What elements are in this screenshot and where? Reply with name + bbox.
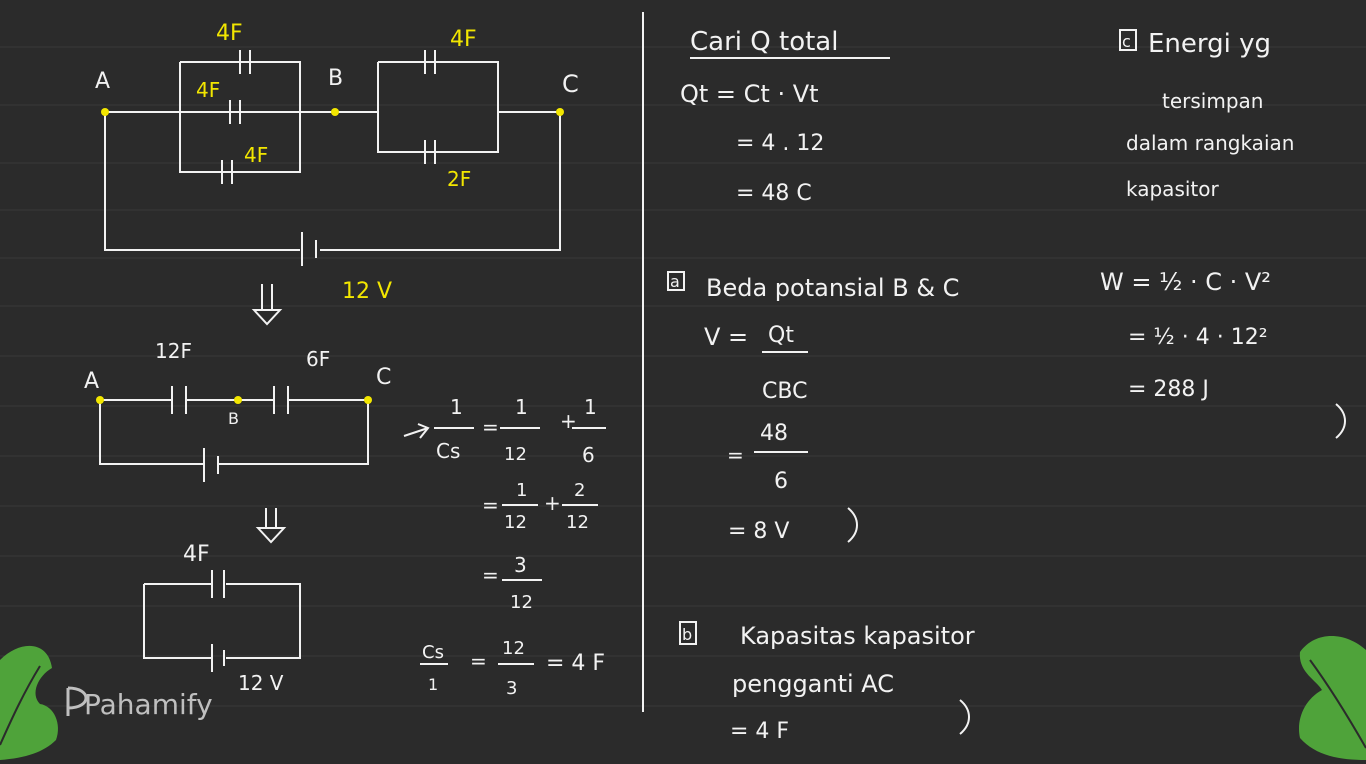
circuit-1: A B C 4F 4F 4F 4F 2F 12 V [95,21,579,326]
leaf-left-icon [0,645,59,760]
circuit-2: A B C 12F 6F [84,339,391,544]
svg-text:=: = [482,415,499,439]
svg-text:b: b [682,625,692,644]
svg-text:1: 1 [428,675,438,694]
node-b2-label: B [228,409,239,428]
cap-ab-label: 12F [155,339,192,363]
pahamify-logo-icon [66,686,88,716]
down-arrow-1-icon [251,284,283,326]
svg-text:= 288 J: = 288 J [1128,377,1209,402]
series-calculation: 1 Cs = 1 12 + 1 6 = 1 12 + 2 12 = 3 12 C… [403,395,606,699]
svg-text:Beda potansial B & C: Beda potansial B & C [706,274,959,302]
brand-logo: Pahamify [66,686,213,721]
svg-text:1: 1 [584,395,597,419]
voltage3-label: 12 V [238,671,284,695]
ruled-lines [0,46,1366,707]
node-c-dot [556,108,564,116]
check-mark-b-icon [959,699,970,735]
cap-bc-label: 6F [306,347,330,371]
cap-par-mid-label: 4F [196,78,220,102]
svg-text:= 4 . 12: = 4 . 12 [736,131,824,156]
svg-text:= 4 F: = 4 F [546,651,605,676]
leaf-right-icon [1298,636,1366,760]
svg-text:=: = [727,443,744,467]
svg-text:6: 6 [582,443,595,467]
brand-name: Pahamify [84,688,213,721]
q-total-section: Cari Q total Qt = Ct · Vt = 4 . 12 = 48 … [680,27,890,206]
check-mark-a-icon [847,507,858,543]
svg-text:Qt: Qt [768,323,794,348]
svg-text:2: 2 [574,480,585,501]
part-c-section: c Energi yg tersimpan dalam rangkaian ka… [1100,29,1346,439]
arrow-right-icon [403,423,430,439]
svg-text:1: 1 [516,480,527,501]
svg-text:a: a [670,272,680,291]
circuit-3: 4F 12 V [143,542,301,695]
svg-text:=: = [470,649,487,673]
voltage-label: 12 V [342,279,392,304]
part-a-section: a Beda potansial B & C V = Qt CBC = 48 6… [667,271,959,544]
svg-text:kapasitor: kapasitor [1126,177,1219,201]
svg-text:=: = [482,563,499,587]
svg-text:Cs: Cs [422,642,444,663]
svg-text:Kapasitas kapasitor: Kapasitas kapasitor [740,622,975,650]
node-a2-label: A [84,369,99,394]
svg-text:48: 48 [760,421,788,446]
svg-text:Qt = Ct · Vt: Qt = Ct · Vt [680,80,819,108]
svg-text:dalam rangkaian: dalam rangkaian [1126,131,1294,155]
cap-eq-label: 4F [183,542,210,567]
svg-text:12: 12 [504,444,527,465]
svg-text:12: 12 [566,512,589,533]
svg-text:3: 3 [514,553,527,577]
svg-text:= 48 C: = 48 C [736,181,812,206]
down-arrow-2-icon [255,508,287,544]
svg-text:c: c [1122,32,1131,51]
svg-text:pengganti AC: pengganti AC [732,670,894,698]
svg-text:+: + [560,409,577,433]
svg-text:1: 1 [515,395,528,419]
svg-text:W = ½ · C · V²: W = ½ · C · V² [1100,268,1271,296]
node-b-dot [331,108,339,116]
svg-text:V =: V = [704,323,748,351]
svg-text:12: 12 [502,638,525,659]
svg-text:Cs: Cs [436,439,460,463]
node-c-label: C [562,70,579,98]
svg-text:=: = [482,493,499,517]
cap-top-right-label: 4F [450,27,477,52]
node-c2-label: C [376,365,391,390]
cap-par-bottom-label: 4F [244,143,268,167]
svg-text:CBC: CBC [762,379,807,404]
svg-text:12: 12 [510,592,533,613]
svg-text:6: 6 [774,469,788,494]
node-a-dot [101,108,109,116]
svg-text:3: 3 [506,678,517,699]
check-mark-c-icon [1335,403,1346,439]
svg-text:= ½ · 4 · 12²: = ½ · 4 · 12² [1128,325,1268,350]
part-b-section: b Kapasitas kapasitor pengganti AC = 4 F [679,621,975,744]
svg-text:tersimpan: tersimpan [1162,89,1263,113]
svg-text:+: + [544,491,561,515]
svg-text:Energi yg: Energi yg [1148,29,1271,59]
cap-top-outer-label: 4F [216,21,243,46]
svg-text:= 8 V: = 8 V [728,519,789,544]
node-a-label: A [95,69,110,94]
svg-text:1: 1 [450,395,463,419]
node-b-label: B [328,66,343,91]
svg-text:12: 12 [504,512,527,533]
svg-text:= 4 F: = 4 F [730,719,789,744]
cap-right-bottom-label: 2F [447,167,471,191]
svg-text:Cari Q total: Cari Q total [690,27,838,57]
